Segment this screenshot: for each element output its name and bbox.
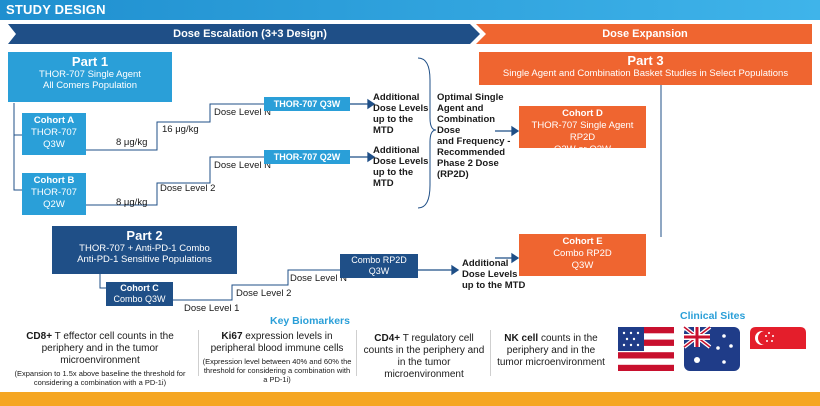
cohortA-box: Cohort A THOR-707 Q3W [22,113,86,155]
pathA-doseN: Dose Level N [214,107,272,118]
stepsB [86,156,264,206]
pathC-dose1: Dose Level 1 [184,303,240,314]
pathA-rp2d-tag: THOR-707 Q3W RP2D [264,97,350,123]
pathB-rp2d-tag: THOR-707 Q2W RP2D [264,150,350,176]
cohortB-title: Cohort B [33,175,75,186]
cohortE-line2: Q3W [571,260,594,271]
biomarker-cd8: CD8+ T effector cell counts in the perip… [14,331,186,387]
divider-2 [356,330,357,376]
part2-title: Part 2 [126,228,163,243]
page-title: STUDY DESIGN [6,2,106,17]
pathB-doseN: Dose Level N [214,160,272,171]
cohortD-box: Cohort D THOR-707 Single Agent RP2D Q2W … [519,106,646,155]
usa-flag-icon [618,327,674,371]
biomarker-nk: NK cell counts in the periphery and in t… [497,333,605,368]
cohortB-line1: THOR-707 [31,187,77,198]
cohortC-box: Cohort C Combo Q3W [106,282,173,306]
pathA-dose2: 16 μg/kg [162,124,199,135]
cohortC-title: Cohort C [120,283,159,293]
cohortB-box: Cohort B THOR-707 Q2W [22,173,86,215]
escalation-label: Dose Escalation (3+3 Design) [173,28,327,40]
part2-line2: Anti-PD-1 Sensitive Populations [77,254,212,265]
pathC-doseN: Dose Level N [290,273,348,284]
part3-line1: Single Agent and Combination Basket Stud… [502,68,789,79]
expansion-label: Dose Expansion [602,28,688,40]
part1-box: Part 1 THOR-707 Single Agent All Comers … [8,52,172,102]
part2-box: Part 2 THOR-707 + Anti-PD-1 Combo Anti-P… [52,226,237,274]
divider-1 [198,330,199,376]
part3-title: Part 3 [627,53,664,68]
biomarker-ki67: Ki67 expression levels in peripheral blo… [202,331,352,384]
brace [417,57,437,209]
part1-title: Part 1 [71,54,109,69]
cohortD-line2: Q2W or Q3W [553,144,611,155]
expansion-banner [476,24,812,44]
cohortA-line1: THOR-707 [31,127,77,138]
pathB-dose1: 8 μg/kg [116,197,148,208]
stepsA [86,103,264,151]
singapore-flag-icon [750,327,806,371]
cohortD-line1: THOR-707 Single Agent RP2D [531,120,634,143]
biomarker-cd4: CD4+ T regulatory cell counts in the per… [363,333,485,380]
cohortE-box: Cohort E Combo RP2D Q3W [519,234,646,276]
part2-line1: THOR-707 + Anti-PD-1 Combo [79,243,210,254]
cohortB-line2: Q2W [43,199,65,210]
cohortC-line1: Combo Q3W [113,294,166,304]
part1-line2: All Comers Population [43,80,137,91]
escalation-banner [8,24,480,44]
part2-to-cohortC [99,272,106,289]
stepsC [173,269,340,301]
cohortE-title: Cohort E [562,236,603,247]
footer-bar [0,392,820,406]
biomarkers-title: Key Biomarkers [270,315,350,327]
australia-flag-icon [682,325,740,371]
cohortE-line1: Combo RP2D [553,248,612,259]
part1-to-cohortB [13,135,22,191]
cohortA-line2: Q3W [43,139,65,150]
part1-line1: THOR-707 Single Agent [39,69,141,80]
pathC-dose2: Dose Level 2 [236,288,292,299]
divider-3 [490,330,491,376]
part3-box: Part 3 Single Agent and Combination Bask… [479,52,812,85]
pathB-dose2: Dose Level 2 [160,183,216,194]
clinical-sites-title: Clinical Sites [680,310,746,322]
pathA-dose1: 8 μg/kg [116,137,148,148]
header-bar [0,0,820,20]
cohortA-title: Cohort A [33,115,75,126]
cohortD-title: Cohort D [562,108,603,119]
